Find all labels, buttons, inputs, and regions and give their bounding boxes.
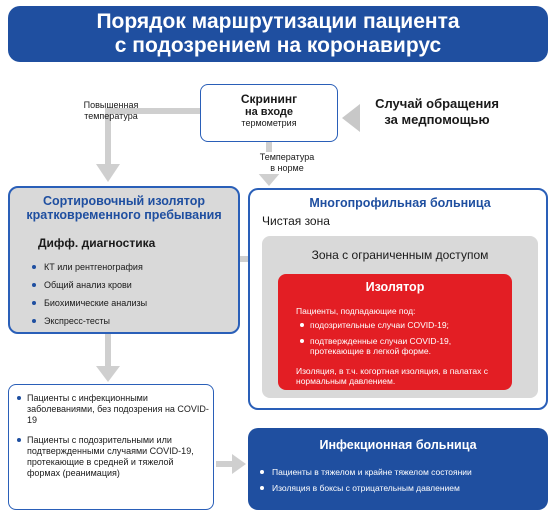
bullet-icon <box>17 438 21 442</box>
arrow-fever-head <box>96 164 120 182</box>
infectious-item: Пациенты в тяжелом и крайне тяжелом сост… <box>260 464 472 480</box>
bullet-icon <box>17 396 21 400</box>
diagnostics-list: КТ или рентгенография Общий анализ крови… <box>32 258 147 330</box>
arrow-case-to-screening <box>342 104 360 132</box>
title-line2: с подозрением на коронавирус <box>114 34 442 57</box>
isolator-item-label: подозрительные случаи COVID-19; <box>310 320 449 330</box>
normal-temp-label: Температура в норме <box>240 152 334 174</box>
infectious-title: Инфекционная больница <box>319 438 477 452</box>
isolator-note: Изоляция, в т.ч. когортная изоляция, в п… <box>296 366 488 386</box>
infectious-item-label: Изоляция в боксы с отрицательным давлени… <box>272 483 460 493</box>
isolator-item-label: подтвержденные случаи COVID-19, протекаю… <box>310 336 452 356</box>
sorting-title: Сортировочный изолятор кратковременного … <box>10 194 238 222</box>
bullet-icon <box>32 283 36 287</box>
infectious-list: Пациенты в тяжелом и крайне тяжелом сост… <box>260 464 472 496</box>
arrow-sorting-down-head <box>96 366 120 382</box>
bullet-icon <box>300 339 304 343</box>
fever-label-line1: Повышенная <box>83 100 139 110</box>
isolator-subtitle: Пациенты, подпадающие под: <box>296 306 416 316</box>
diagnostics-item: Экспресс-тесты <box>32 312 147 330</box>
infectious-item-label: Пациенты в тяжелом и крайне тяжелом сост… <box>272 467 472 477</box>
title-banner: Порядок маршрутизации пациента с подозре… <box>8 6 548 62</box>
patients-item: Пациенты с инфекционными заболеваниями, … <box>17 393 209 426</box>
arrow-fever-vertical <box>105 108 111 166</box>
diagnostics-item-label: КТ или рентгенография <box>44 262 143 272</box>
bullet-icon <box>32 301 36 305</box>
isolator-title: Изолятор <box>365 280 425 294</box>
patients-item-label: Пациенты с подозрительными или подтвержд… <box>27 435 194 478</box>
diagnostics-item: Общий анализ крови <box>32 276 147 294</box>
screening-title-line1: Скрининг <box>240 92 298 106</box>
sorting-title-line2: кратковременного пребывания <box>26 208 222 222</box>
arrow-to-infect <box>216 461 234 467</box>
patients-item-label: Пациенты с инфекционными заболеваниями, … <box>27 393 209 425</box>
bullet-icon <box>32 265 36 269</box>
normal-temp-line2: в норме <box>270 163 304 173</box>
case-label-line1: Случай обращения <box>375 96 499 111</box>
isolator-item: подтвержденные случаи COVID-19, протекаю… <box>300 336 506 356</box>
arrow-normal-head <box>257 172 281 186</box>
patients-item: Пациенты с подозрительными или подтвержд… <box>17 435 209 479</box>
case-label: Случай обращения за медпомощью <box>362 96 512 128</box>
bullet-icon <box>260 486 264 490</box>
diagnostics-item-label: Биохимические анализы <box>44 298 148 308</box>
sorting-isolator-box: Сортировочный изолятор кратковременного … <box>8 186 240 334</box>
screening-box: Скрининг на входе термометрия <box>200 84 338 142</box>
isolator-item: подозрительные случаи COVID-19; <box>300 320 506 330</box>
patients-box: Пациенты с инфекционными заболеваниями, … <box>8 384 214 510</box>
diagnostics-item-label: Экспресс-тесты <box>44 316 111 326</box>
infectious-item: Изоляция в боксы с отрицательным давлени… <box>260 480 472 496</box>
restricted-zone-title: Зона с ограниченным доступом <box>311 248 489 262</box>
arrow-fever-horizontal <box>105 108 200 114</box>
bullet-icon <box>300 323 304 327</box>
title-line1: Порядок маршрутизации пациента <box>96 10 460 33</box>
diagnostics-item-label: Общий анализ крови <box>44 280 132 290</box>
screening-subtitle: термометрия <box>241 118 297 128</box>
diagnostics-item: КТ или рентгенография <box>32 258 147 276</box>
screening-title-line2: на входе <box>244 106 294 118</box>
bullet-icon <box>32 319 36 323</box>
multiprofile-title: Многопрофильная больница <box>309 196 491 210</box>
arrow-sorting-down <box>105 334 111 368</box>
isolator-box: Изолятор Пациенты, подпадающие под: подо… <box>278 274 512 390</box>
isolator-list: подозрительные случаи COVID-19; подтверж… <box>300 320 506 362</box>
case-label-line2: за медпомощью <box>384 112 490 127</box>
clean-zone-label: Чистая зона <box>262 214 330 228</box>
fever-label: Повышенная температура <box>66 100 156 122</box>
arrow-to-infect-head <box>232 454 246 474</box>
infectious-hospital-box: Инфекционная больница Пациенты в тяжелом… <box>248 428 548 510</box>
sorting-title-line1: Сортировочный изолятор <box>42 194 206 208</box>
diagnostics-item: Биохимические анализы <box>32 294 147 312</box>
fever-label-line2: температура <box>84 111 138 121</box>
diff-diagnostics-heading: Дифф. диагностика <box>38 236 156 250</box>
normal-temp-line1: Температура <box>259 152 315 162</box>
patients-list: Пациенты с инфекционными заболеваниями, … <box>17 393 209 488</box>
bullet-icon <box>260 470 264 474</box>
